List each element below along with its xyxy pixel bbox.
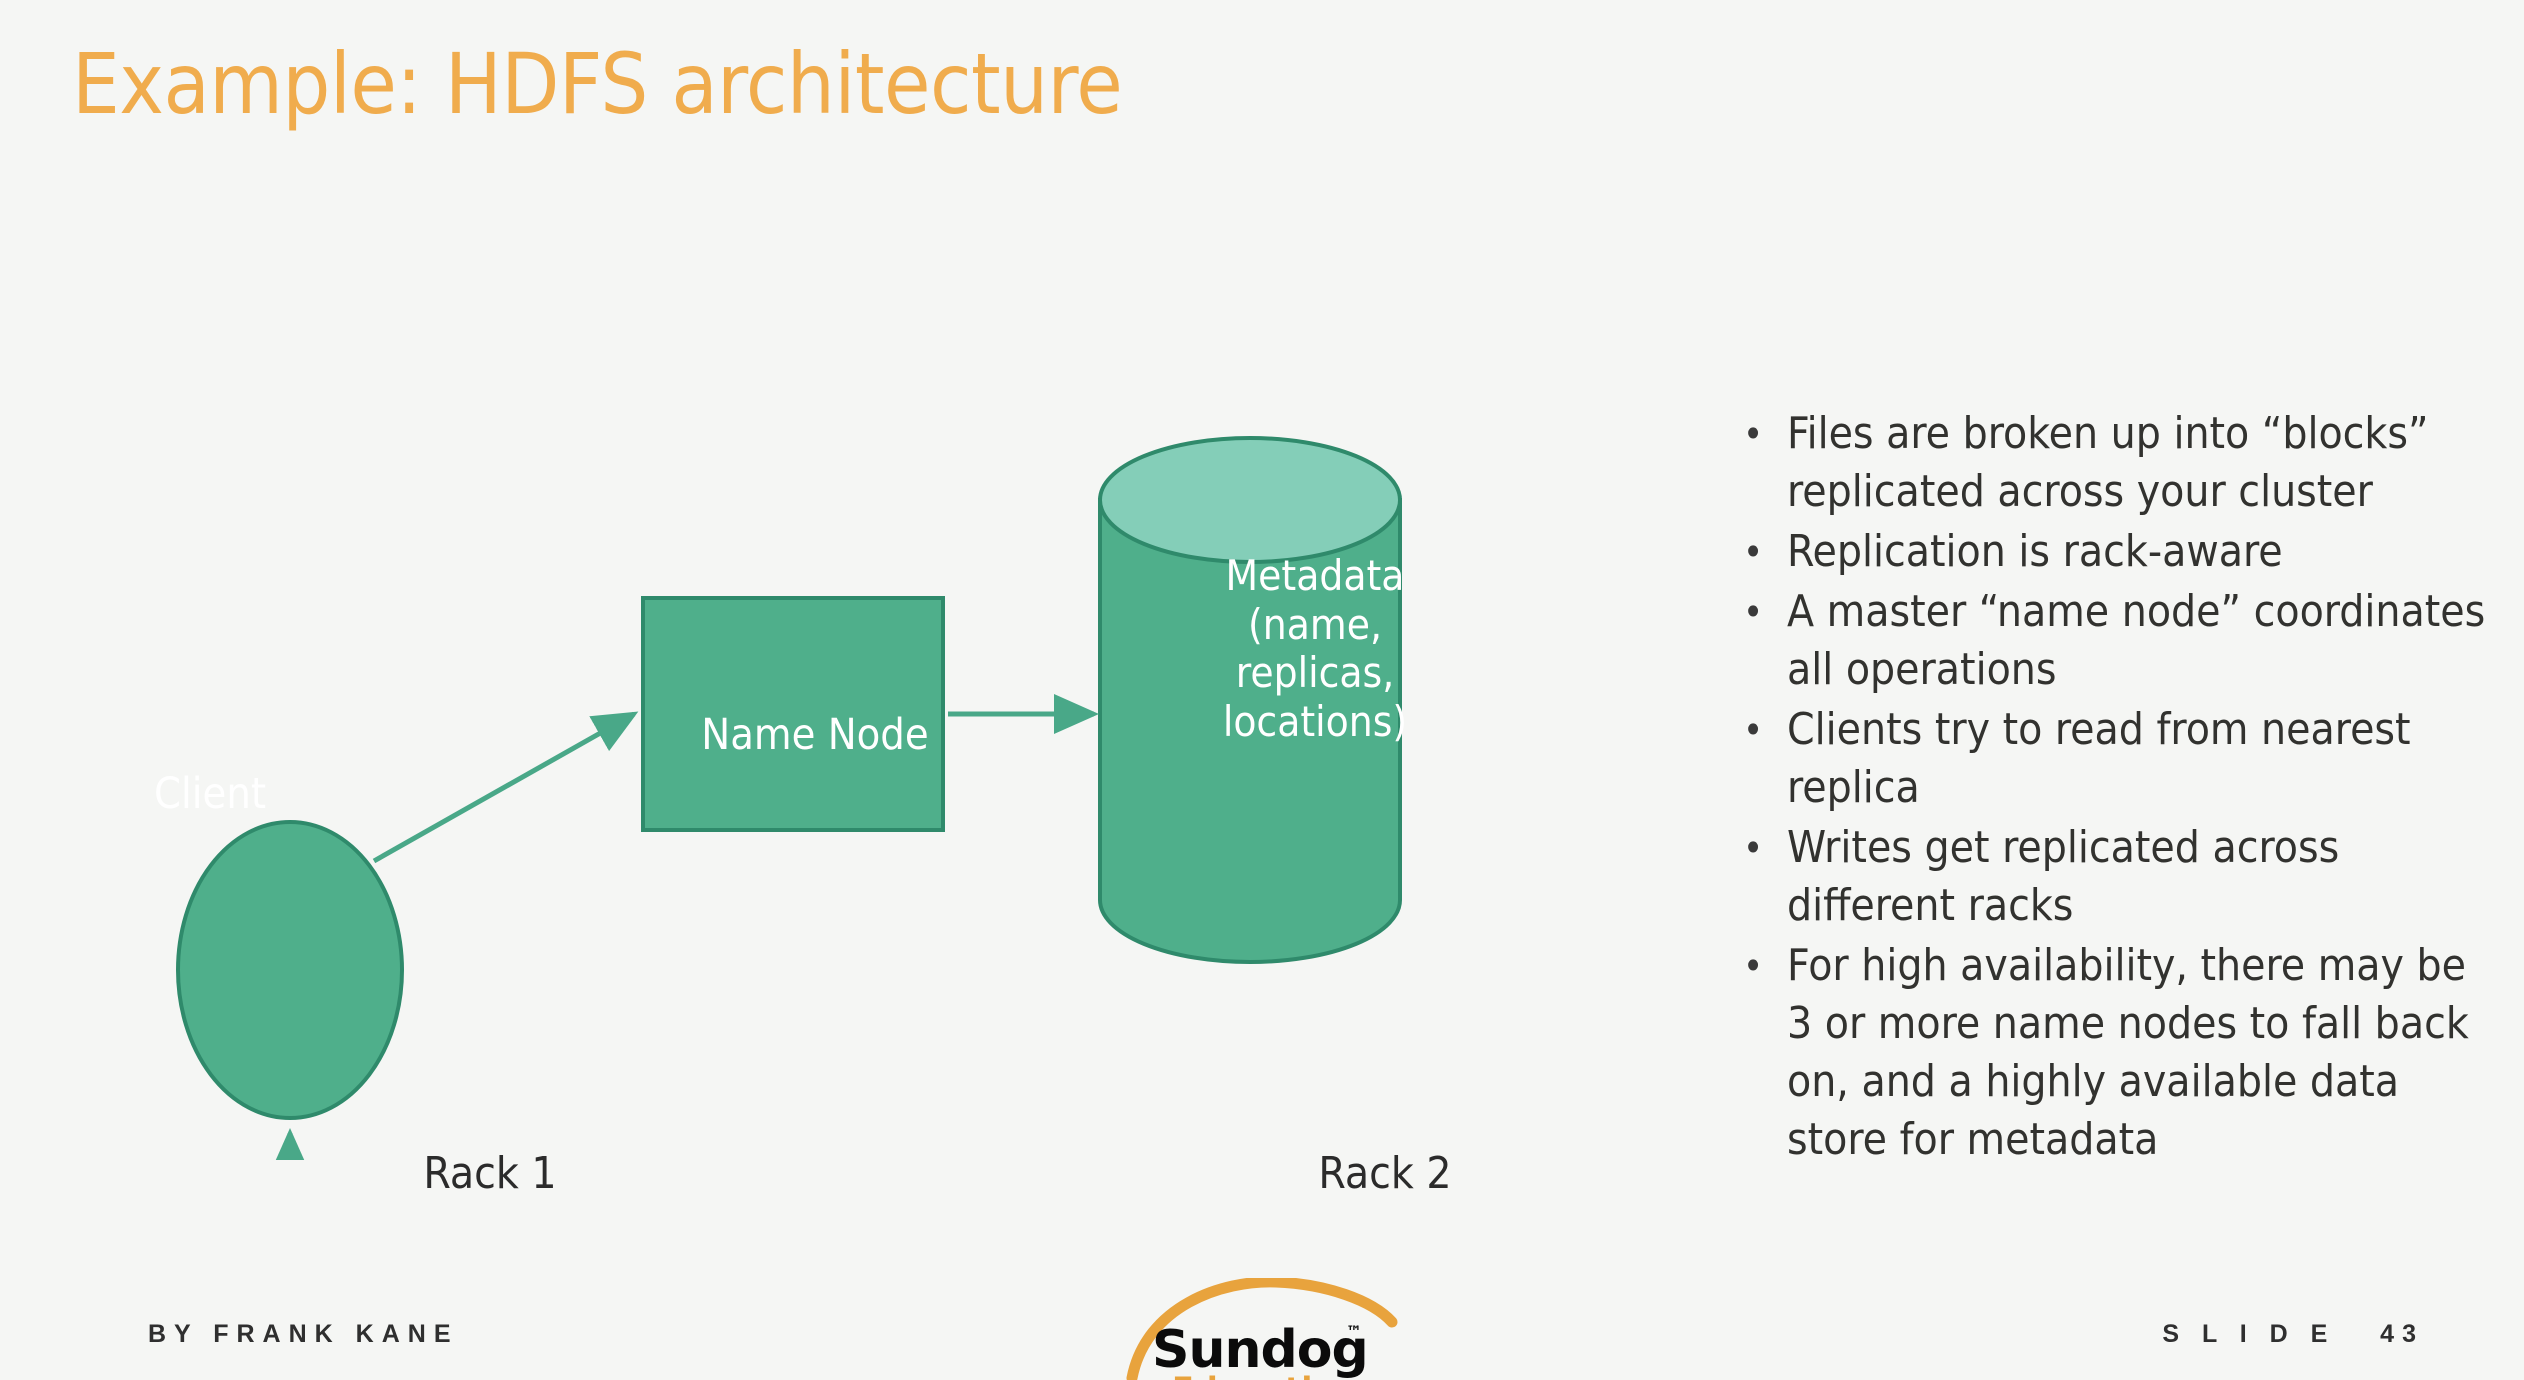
- metadata-cylinder-shape: [1098, 436, 1402, 964]
- rack1-caption: Rack 1: [423, 1148, 557, 1199]
- page-title: Example: HDFS architecture: [72, 35, 1123, 133]
- list-item: • Replication is rack-aware: [1735, 523, 2495, 581]
- logo-wordmark: Sundog: [1152, 1320, 1369, 1380]
- list-item: • For high availability, there may be 3 …: [1735, 937, 2495, 1169]
- bullet-marker-icon: •: [1743, 708, 1764, 752]
- logo-subtitle: Education: [1172, 1370, 1360, 1380]
- bullet-text: Writes get replicated across different r…: [1787, 822, 2340, 931]
- list-item: • Clients try to read from nearest repli…: [1735, 701, 2495, 817]
- bullet-marker-icon: •: [1743, 944, 1764, 988]
- diagram-shapes: [176, 436, 1402, 1160]
- bullet-text: For high availability, there may be 3 or…: [1787, 940, 2469, 1165]
- name-node-box-shape: [641, 596, 945, 832]
- sundog-education-logo: Sundog ™ Education: [1126, 1278, 1406, 1380]
- arrow-client-to-name-node: [372, 711, 639, 864]
- list-item: • Files are broken up into “blocks” repl…: [1735, 405, 2495, 521]
- bullet-text: Files are broken up into “blocks” replic…: [1787, 408, 2429, 517]
- bullet-marker-icon: •: [1743, 826, 1764, 870]
- bullet-text: Clients try to read from nearest replica: [1787, 704, 2411, 813]
- client-ellipse-shape: [176, 820, 404, 1120]
- slide-number: S L I D E 43: [2162, 1320, 2424, 1348]
- bullet-text: A master “name node” coordinates all ope…: [1787, 586, 2486, 695]
- author-byline: BY FRANK KANE: [148, 1320, 459, 1348]
- bullet-marker-icon: •: [1743, 412, 1764, 456]
- bullet-list: • Files are broken up into “blocks” repl…: [1735, 405, 2495, 1171]
- list-item: • Writes get replicated across different…: [1735, 819, 2495, 935]
- hdfs-architecture-diagram: Client Name Node Metadata (name, replica…: [0, 340, 1700, 1160]
- rack2-caption: Rack 2: [1318, 1148, 1452, 1199]
- logo-arc-icon: [1126, 1278, 1398, 1380]
- bullet-text: Replication is rack-aware: [1787, 526, 2283, 577]
- logo-trademark-icon: ™: [1346, 1322, 1362, 1341]
- bullet-marker-icon: •: [1743, 530, 1764, 574]
- bullet-marker-icon: •: [1743, 590, 1764, 634]
- list-item: • A master “name node” coordinates all o…: [1735, 583, 2495, 699]
